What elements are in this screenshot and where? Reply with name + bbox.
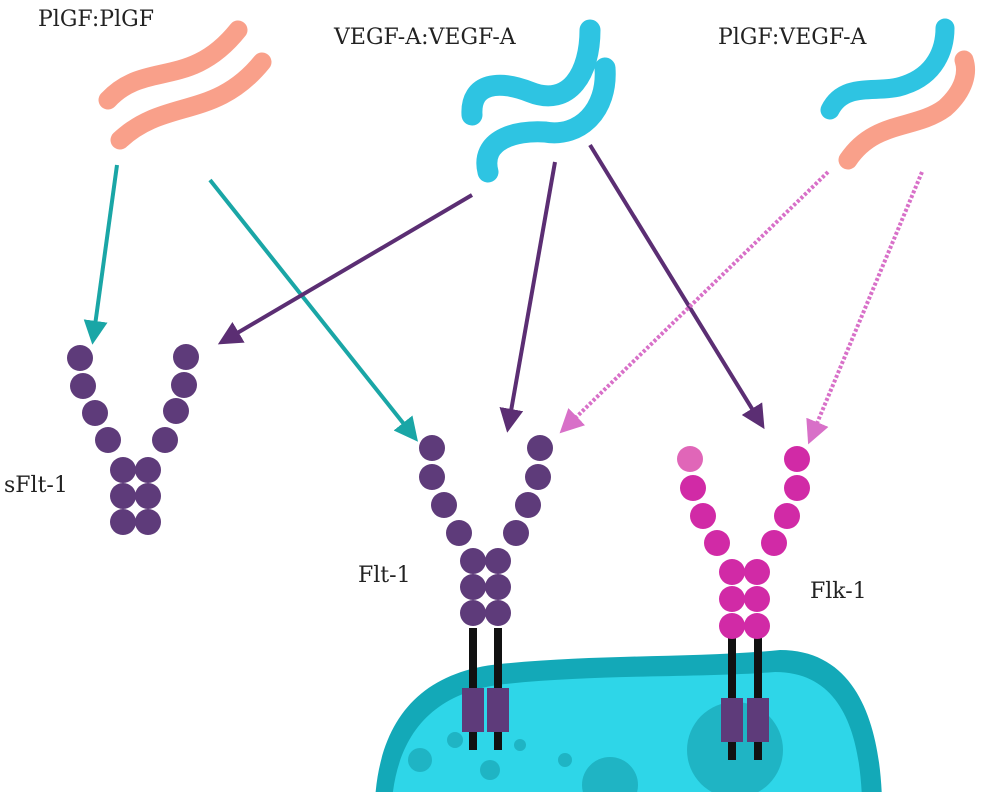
ligand-vegfa-vegfa xyxy=(461,19,616,183)
arrow-plgf-vegfa-to-flt1 xyxy=(559,170,830,434)
flk1-domains xyxy=(680,446,810,639)
flk1-tip-domain xyxy=(677,446,703,472)
receptor-flk1 xyxy=(677,446,810,760)
binding-arrows xyxy=(83,143,924,445)
flk1-transmembrane xyxy=(721,698,769,742)
arrow-plgf-to-sflt1 xyxy=(83,164,119,345)
ligand-plgf-vegfa xyxy=(820,18,976,170)
arrow-plgf-vegfa-to-flk1 xyxy=(806,171,924,445)
ligand-plgf-plgf xyxy=(98,20,272,150)
label-plgf-plgf: PlGF:PlGF xyxy=(38,7,154,32)
receptor-sflt1 xyxy=(67,344,199,535)
label-flk1: Flk-1 xyxy=(810,579,867,604)
flt1-domains xyxy=(419,435,553,626)
receptor-flt1 xyxy=(419,435,553,750)
flt1-transmembrane xyxy=(462,688,509,732)
cell xyxy=(375,650,882,792)
arrow-vegfa-to-flk1 xyxy=(588,143,765,430)
label-plgf-vegfa: PlGF:VEGF-A xyxy=(718,25,868,50)
label-sflt1: sFlt-1 xyxy=(4,473,68,498)
label-flt1: Flt-1 xyxy=(358,563,411,588)
arrow-vegfa-to-flt1 xyxy=(499,161,557,433)
arrow-plgf-to-flt1 xyxy=(208,178,418,442)
arrow-vegfa-to-sflt1 xyxy=(217,193,474,345)
label-vegfa-vegfa: VEGF-A:VEGF-A xyxy=(333,25,517,50)
